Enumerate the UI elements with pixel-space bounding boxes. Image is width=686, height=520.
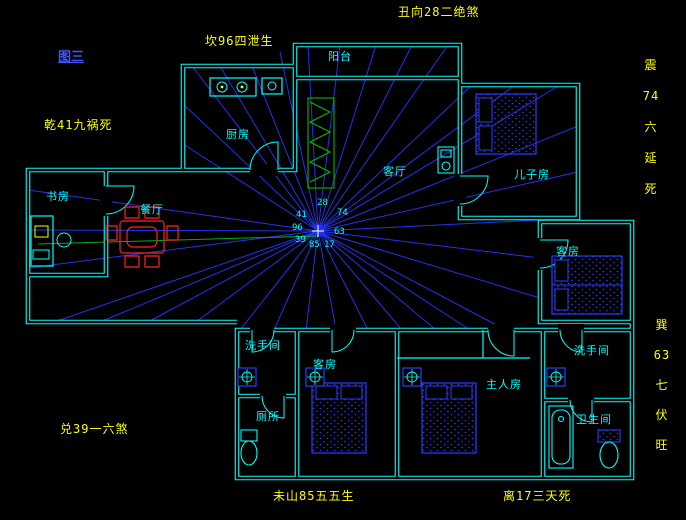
room-label-bath-left: 洗手间	[245, 339, 281, 352]
bed-son-room	[475, 93, 537, 155]
center-number-n: 28	[317, 198, 328, 208]
plant-hatch	[308, 101, 332, 183]
speaker-cone	[441, 161, 451, 171]
room-label-kitchen: 厨房	[226, 128, 250, 141]
speaker-body	[437, 146, 455, 174]
center-marker	[312, 225, 324, 237]
room-label-living: 客厅	[383, 165, 407, 178]
room-label-balcony: 阳台	[328, 50, 352, 63]
toilet-left	[240, 429, 258, 466]
room-label-dining: 餐厅	[140, 203, 164, 216]
bed-master	[421, 382, 477, 454]
center-number-se: 17	[324, 240, 335, 250]
center-number-w: 96	[292, 223, 303, 233]
pillow	[478, 97, 493, 123]
burner-knob	[240, 85, 244, 89]
annotation-left-upper: 乾41九祸死	[44, 118, 113, 132]
room-label-guest-bottom: 客房	[313, 358, 337, 371]
bed-guest-right	[551, 255, 623, 315]
desk-device	[32, 249, 50, 260]
stove-burner	[236, 81, 248, 93]
door-openings	[100, 164, 594, 406]
annotation-bottom-right: 离17三天死	[503, 489, 572, 503]
burner-knob	[220, 85, 224, 89]
center-number-s: 85	[309, 240, 320, 250]
stove-counter	[209, 77, 257, 97]
annotation-bottom-center: 未山85五五生	[273, 489, 355, 503]
tv-cabinet	[437, 146, 455, 174]
pillow	[554, 288, 569, 311]
stove-burner	[216, 81, 228, 93]
dining-table-set	[105, 206, 179, 268]
pillow	[478, 125, 493, 151]
bathtub	[548, 405, 574, 469]
room-label-son-room: 儿子房	[514, 168, 550, 181]
bed-guest-bottom	[311, 382, 367, 454]
annotation-top-left: 坎96四泄生	[205, 34, 274, 48]
toilet-right	[597, 429, 621, 469]
annotation-right-lower: 巽 63 七 伏 旺	[653, 318, 671, 452]
desk-chair	[56, 232, 72, 248]
dining-chairs	[105, 206, 179, 268]
room-label-study: 书房	[46, 190, 70, 203]
interior-partitions	[397, 330, 530, 359]
kitchen-fixtures	[209, 77, 283, 97]
dining-table	[119, 220, 165, 254]
center-number-nw: 41	[296, 210, 307, 220]
planter-box	[307, 97, 335, 189]
study-desk-set	[30, 215, 72, 267]
center-number-sw: 39	[295, 235, 306, 245]
center-number-ne: 74	[337, 208, 348, 218]
room-label-bath-right: 洗手间	[574, 344, 610, 357]
room-label-toilet: 厕所	[256, 410, 280, 423]
study-desk	[30, 215, 54, 267]
annotation-top: 丑向28二绝煞	[398, 5, 480, 19]
plant-partition	[307, 97, 335, 189]
kitchen-sink	[261, 77, 283, 95]
room-label-guest-right: 客房	[556, 245, 580, 258]
sink-basin	[267, 81, 277, 91]
center-number-e: 63	[334, 227, 345, 237]
room-label-master: 主人房	[486, 378, 522, 391]
fan-lines	[27, 44, 579, 331]
annotation-left-lower: 兑39一六煞	[60, 422, 129, 436]
annotation-right-upper: 震 74 六 延 死	[642, 58, 660, 196]
dining-table-top	[126, 226, 158, 248]
computer-monitor	[34, 225, 49, 238]
room-label-washroom: 卫生间	[576, 413, 612, 426]
pillow	[554, 259, 569, 282]
washbasin	[402, 367, 422, 387]
speaker-slot	[440, 149, 452, 158]
figure-title: 图三	[58, 50, 85, 65]
washbasin	[237, 367, 257, 387]
washbasin	[546, 367, 566, 387]
